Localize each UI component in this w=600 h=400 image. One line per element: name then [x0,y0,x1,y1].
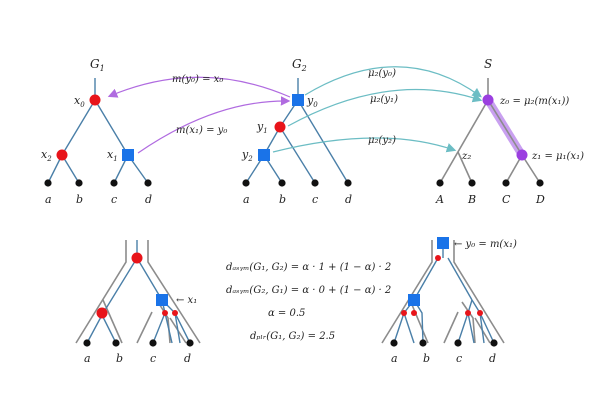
arrow-mu-y2 [272,137,457,153]
node-y1 [274,121,286,133]
br-duplication-left [408,294,420,306]
label-mu-y1: μ₂(y₁) [370,94,398,105]
node-y0 [292,94,304,106]
br-leaf-d: d [489,352,496,365]
leaf-d-g1: d [145,193,152,206]
leaf-C-s: C [502,193,511,206]
label-z0: z₀ = μ₂(m(x₁)) [499,96,569,107]
bl-loss-1 [162,310,168,316]
label-y2: y2 [241,148,253,163]
leaf-c-g1: c [111,193,117,206]
title-g1: G1 [90,57,105,73]
bl-leaf-b: b [116,352,123,365]
leaf-A-s: A [435,193,444,206]
leaf-D-s: D [535,193,545,206]
label-m-y0: m(y₀) = x₀ [172,74,223,85]
arrow-mu-y1 [287,88,483,127]
label-x2: x2 [41,148,52,163]
node-x2 [56,149,68,161]
equation-dasym-g1-g2: dₐₛᵧₘ(G₁, G₂) = α · 1 + (1 − α) · 2 [226,262,391,273]
arrow-m-x1 [137,96,291,154]
label-mu-y0: μ₂(y₀) [368,68,396,79]
bl-speciation-left [96,307,108,319]
br-duplication-y0 [437,237,449,249]
label-z2: z₂ [461,151,471,162]
br-loss-4 [477,310,483,316]
node-x1 [122,149,134,161]
embedding-right [381,240,505,344]
label-y1: y1 [256,120,268,135]
br-leaf-a: a [391,352,398,365]
node-z0 [482,94,494,106]
leaf-d-g2: d [345,193,352,206]
leaves-bottom-left [83,339,194,347]
bl-leaf-c: c [150,352,156,365]
tree-g1 [47,78,149,184]
node-y2 [258,149,270,161]
label-m-x1: m(x₁) = y₀ [176,125,227,136]
br-loss-top-left [435,255,441,261]
title-s: S [484,57,492,71]
label-z1: z₁ = μ₁(x₁) [531,151,584,162]
br-loss-2 [411,310,417,316]
label-x1: x1 [107,148,118,163]
br-leaf-c: c [456,352,462,365]
label-x0: x0 [74,94,85,109]
arrow-m-y0 [107,76,291,98]
bl-marker-x1: ← x₁ [176,295,197,306]
equation-dasym-g2-g1: dₐₛᵧₘ(G₂, G₁) = α · 0 + (1 − α) · 2 [226,285,391,296]
leaf-c-g2: c [312,193,318,206]
species-tree-s [439,78,541,184]
br-loss-1 [401,310,407,316]
bl-loss-2 [172,310,178,316]
leaf-B-s: B [467,193,476,206]
br-leaf-b: b [423,352,430,365]
bl-leaf-d: d [184,352,191,365]
leaf-b-g1: b [76,193,83,206]
node-x0 [89,94,101,106]
bl-speciation-root [131,252,143,264]
leaves-top [44,179,544,187]
title-g2: G2 [292,57,307,73]
leaf-a-g1: a [45,193,52,206]
br-marker-y0: ← y₀ = m(x₁) [454,239,517,250]
equations: dₐₛᵧₘ(G₁, G₂) = α · 1 + (1 − α) · 2 dₐₛᵧ… [226,262,391,342]
equation-alpha: α = 0.5 [268,308,305,319]
leaves-bottom-right [390,339,498,347]
leaf-b-g2: b [279,193,286,206]
bl-leaf-a: a [84,352,91,365]
label-mu-y2: μ₂(y₂) [368,135,396,146]
equation-dplr: dₚₗᵣ(G₁, G₂) = 2.5 [250,331,335,342]
bl-duplication-x1 [156,294,168,306]
br-loss-3 [465,310,471,316]
arrow-mu-y0 [304,66,482,98]
label-y0: y0 [306,94,318,109]
node-z1 [516,149,528,161]
leaf-a-g2: a [243,193,250,206]
